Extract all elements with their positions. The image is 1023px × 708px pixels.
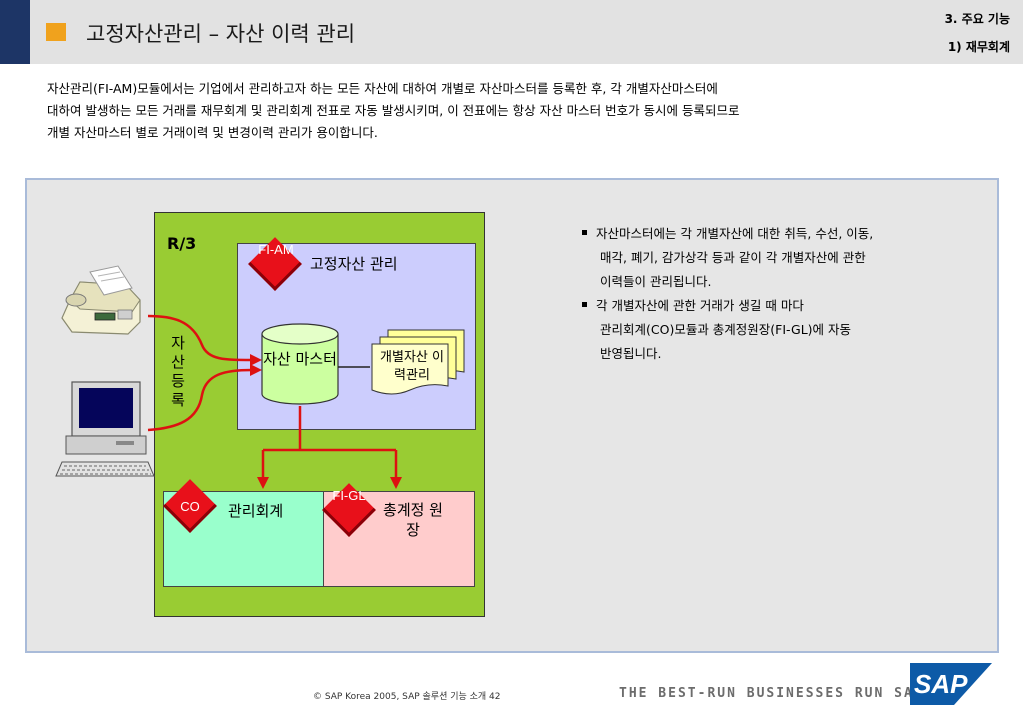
fax-machine-icon <box>61 265 141 335</box>
bullet-2-line-1: 각 개별자산에 관한 거래가 생길 때 마다 <box>582 294 982 318</box>
header-navy-block <box>0 0 30 64</box>
pc-to-master-arrow <box>147 368 253 432</box>
bullet-1-line-1: 자산마스터에는 각 개별자산에 대한 취득, 수선, 이동, <box>582 222 982 246</box>
asset-master-label: 자산 마스터 <box>263 350 337 368</box>
co-title: 관리회계 <box>228 502 284 520</box>
header-bar: 고정자산관리 – 자산 이력 관리 3. 주요 기능 1) 재무회계 <box>0 0 1023 64</box>
desktop-computer-icon <box>55 381 155 477</box>
bullet-1-line-3: 이력들이 관리됩니다. <box>600 274 712 289</box>
posting-arrows <box>257 406 402 489</box>
footer-tagline: THE BEST-RUN BUSINESSES RUN SAP <box>619 686 924 701</box>
header-orange-square <box>46 23 66 41</box>
section-label: 3. 주요 기능 <box>944 12 1010 26</box>
fax-to-master-arrow <box>147 314 253 362</box>
database-cylinder-icon <box>261 323 339 405</box>
intro-line-2: 대하여 발생하는 모든 거래를 재무회계 및 관리회계 전표로 자동 발생시키며… <box>47 103 740 118</box>
bullet-2-line-3: 반영됩니다. <box>600 346 662 361</box>
intro-paragraph: 자산관리(FI-AM)모듈에서는 기업에서 관리하고자 하는 모든 자산에 대하… <box>47 78 997 144</box>
sap-logo-text: SAP <box>914 669 968 699</box>
bullet-square-icon <box>582 230 587 235</box>
gl-title: 총계정 원장 <box>383 501 443 539</box>
document-stack-icon <box>371 329 465 395</box>
footer-copyright: © SAP Korea 2005, SAP 솔루션 기능 소개 42 <box>313 692 501 702</box>
bullet-1-line-2: 매각, 폐기, 감가상각 등과 같이 각 개별자산에 관한 <box>600 250 866 265</box>
fixed-asset-title: 고정자산 관리 <box>310 255 398 273</box>
asset-history-label: 개별자산 이력관리 <box>380 350 444 383</box>
fi-am-badge-label: FI-AM <box>258 242 294 257</box>
intro-line-1: 자산관리(FI-AM)모듈에서는 기업에서 관리하고자 하는 모든 자산에 대하… <box>47 81 718 96</box>
asset-registration-label: 자산등록 <box>171 334 185 409</box>
bullet-square-icon <box>582 302 587 307</box>
sap-logo-icon: SAP <box>910 663 992 705</box>
co-badge-label: CO <box>180 499 200 514</box>
subsection-label: 1) 재무회계 <box>947 40 1010 54</box>
fi-gl-badge-label: FI-GL <box>332 488 366 503</box>
bullet-2-line-2: 관리회계(CO)모듈과 총계정원장(FI-GL)에 자동 <box>600 322 852 337</box>
r3-label: R/3 <box>167 234 197 253</box>
page-title: 고정자산관리 – 자산 이력 관리 <box>86 22 356 46</box>
intro-line-3: 개별 자산마스터 별로 거래이력 및 변경이력 관리가 용이합니다. <box>47 125 378 140</box>
bullet-list: 자산마스터에는 각 개별자산에 대한 취득, 수선, 이동, 매각, 폐기, 감… <box>582 222 982 366</box>
